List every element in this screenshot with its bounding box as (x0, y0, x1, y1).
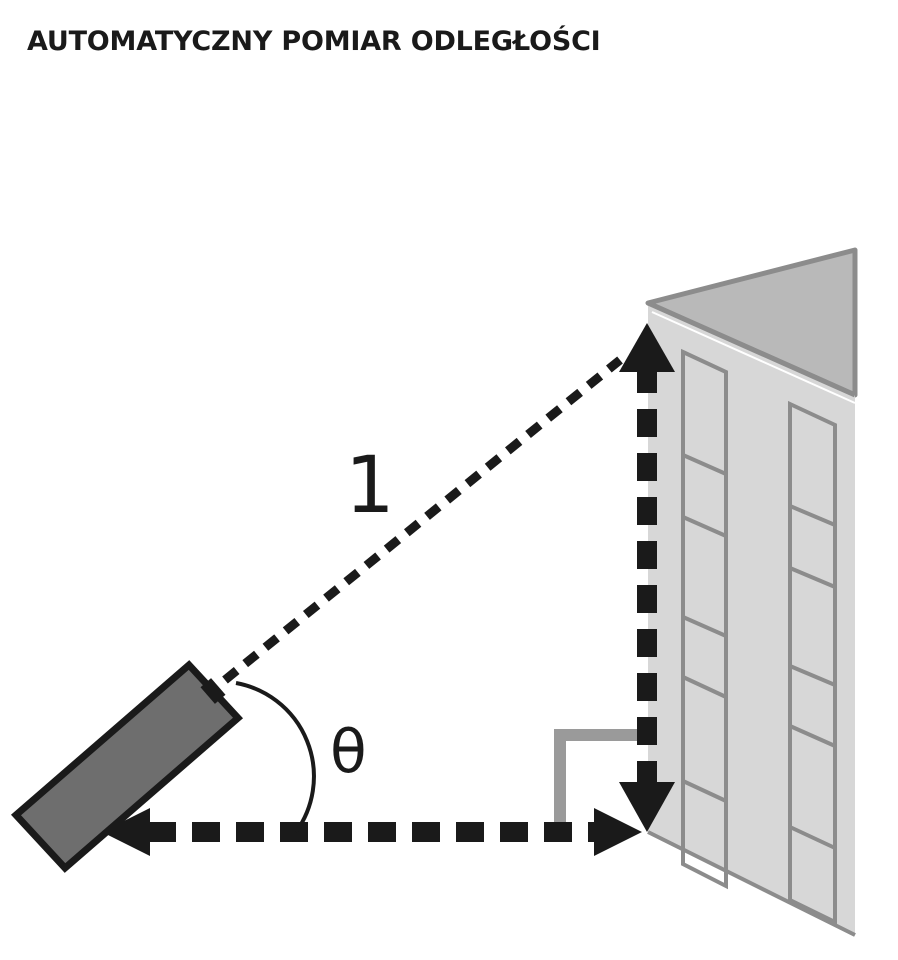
vertical-height-arrow (619, 323, 675, 832)
angle-arc (235, 681, 316, 834)
angle-label: θ (330, 717, 367, 787)
hypotenuse-line (222, 356, 623, 684)
window-column-right (788, 400, 837, 926)
hypotenuse-label: 1 (345, 441, 395, 531)
page-title: AUTOMATYCZNY POMIAR ODLEGŁOŚCI (27, 26, 601, 57)
laser-distance-meter (10, 660, 244, 873)
building (645, 247, 858, 937)
horizontal-distance-arrow (102, 808, 642, 856)
right-angle-marker (554, 729, 648, 832)
building-facade (648, 303, 855, 935)
window-column-left (681, 348, 728, 890)
